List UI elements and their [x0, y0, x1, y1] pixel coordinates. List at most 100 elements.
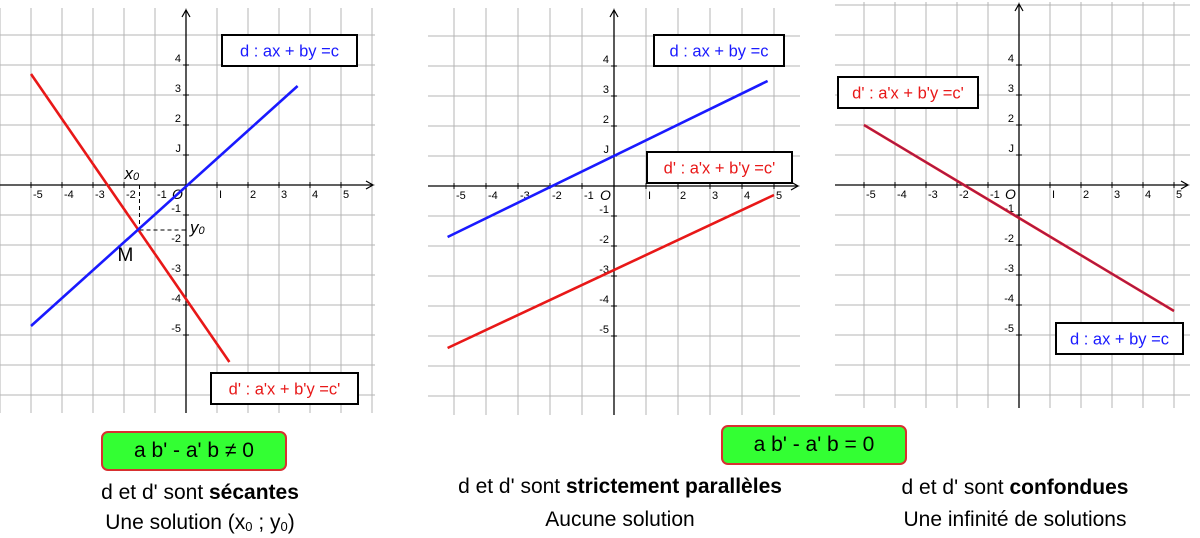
y-tick-label: -2 [1004, 233, 1014, 245]
y-tick-label: -5 [1004, 323, 1014, 335]
label-d: d : ax + by =c [1070, 331, 1169, 349]
line-d-prime [29, 73, 231, 363]
caption-secant-solution: Une solution (x0 ; y0) [50, 511, 350, 535]
y-tick-label: -2 [599, 234, 609, 246]
x-tick-label: 4 [744, 190, 750, 202]
label-d-box [1055, 322, 1184, 355]
label-d-prime: d' : a'x + b'y =c' [852, 85, 964, 103]
caption-secant-bold: sécantes [209, 481, 299, 504]
y-tick-label: -5 [171, 323, 181, 335]
x-tick-label: -2 [552, 190, 562, 202]
solution-prefix: Une solution (x [105, 511, 246, 534]
y-tick-label: 4 [1008, 53, 1014, 65]
caption-coincident-prefix: d et d' sont [901, 476, 1010, 499]
solution-middle: ; y [252, 511, 281, 534]
x-tick-label: -3 [928, 189, 938, 201]
caption-parallel-bold: strictement parallèles [565, 475, 782, 498]
y-tick-label: -3 [1004, 263, 1014, 275]
x-axis-arrow [790, 181, 800, 191]
origin-label: O [600, 187, 611, 203]
x-tick-label: 4 [312, 189, 318, 201]
point-m-label: M [118, 245, 134, 266]
line-d-prime [447, 193, 775, 350]
y-tick-label: 3 [175, 83, 181, 95]
x-tick-label: -4 [897, 189, 907, 201]
x-tick-label: -1 [990, 189, 1000, 201]
y-tick-label: -4 [171, 293, 181, 305]
grid [0, 8, 375, 413]
x-tick-label: 5 [343, 189, 349, 201]
x-tick-label: -3 [520, 190, 530, 202]
label-d-box [221, 34, 358, 67]
y-tick-label: -4 [599, 294, 609, 306]
y-tick-label: 2 [1008, 113, 1014, 125]
label-d-prime-box [837, 76, 979, 109]
y-tick-label: J [1009, 143, 1015, 155]
x-tick-label: -1 [584, 190, 594, 202]
y-tick-label: J [176, 143, 182, 155]
x-tick-label: 5 [1176, 189, 1182, 201]
label-d-prime: d' : a'x + b'y =c' [229, 381, 341, 399]
y-tick-label: -1 [171, 203, 181, 215]
x-tick-label: 3 [281, 189, 287, 201]
x-tick-label: -5 [33, 189, 43, 201]
y-tick-label: 2 [603, 114, 609, 126]
line-d [863, 124, 1175, 312]
solution-suffix: ) [287, 511, 295, 534]
origin-label: O [1005, 186, 1016, 202]
line-d [30, 85, 299, 327]
x0-subscript: 0 [245, 519, 253, 534]
label-d-prime-box [646, 151, 793, 184]
caption-parallel-solution: Aucune solution [545, 508, 695, 531]
x-tick-label: -5 [456, 190, 466, 202]
x-tick-label: I [219, 189, 222, 201]
label-d-box [653, 34, 785, 67]
caption-coincident-bold: confondues [1009, 476, 1129, 499]
y-tick-label: 4 [175, 53, 181, 65]
x-tick-label: 5 [776, 190, 782, 202]
x-tick-label: 4 [1145, 189, 1151, 201]
x-axis-arrow [1180, 180, 1190, 190]
x-tick-label: 2 [680, 190, 686, 202]
y-tick-label: 4 [603, 54, 609, 66]
condition-parallel: a b' - a' b = 0 [721, 425, 907, 465]
y-axis-arrow [181, 8, 191, 18]
x-tick-label: -4 [64, 189, 74, 201]
label-d-prime: d' : a'x + b'y =c' [664, 160, 776, 178]
caption-coincident: d et d' sont confondues [860, 476, 1170, 500]
x-tick-label: -2 [959, 189, 969, 201]
y-tick-label: -2 [171, 233, 181, 245]
x-tick-label: -4 [488, 190, 498, 202]
y-tick-label: -3 [599, 264, 609, 276]
x-tick-label: -3 [95, 189, 105, 201]
caption-coincident-solution: Une infinité de solutions [903, 508, 1127, 531]
y0-subscript: 0 [280, 519, 288, 534]
y-tick-label: -5 [599, 324, 609, 336]
y-tick-label: J [604, 144, 610, 156]
caption-secant: d et d' sont sécantes [50, 481, 350, 505]
line-d [447, 79, 769, 239]
y-tick-label: 3 [1008, 83, 1014, 95]
caption-parallel-prefix: d et d' sont [458, 475, 566, 498]
y-tick-label: -1 [1004, 203, 1014, 215]
y0-label: y0 [189, 218, 206, 237]
x-tick-label: 2 [1083, 189, 1089, 201]
y-axis-arrow [1014, 2, 1024, 12]
y-tick-label: -3 [171, 263, 181, 275]
label-d: d : ax + by =c [669, 43, 768, 61]
y-axis-arrow [609, 8, 619, 18]
label-d-prime-box [210, 372, 359, 405]
y-tick-label: 2 [175, 113, 181, 125]
x-axis-arrow [365, 180, 375, 190]
x-tick-label: 2 [250, 189, 256, 201]
x-tick-label: I [648, 190, 651, 202]
caption-parallel: d et d' sont strictement parallèles [400, 475, 840, 499]
y-tick-label: 3 [603, 84, 609, 96]
x-tick-label: -2 [126, 189, 136, 201]
condition-secant: a b' - a' b ≠ 0 [101, 431, 287, 471]
x-tick-label: -5 [866, 189, 876, 201]
x-tick-label: 3 [1114, 189, 1120, 201]
